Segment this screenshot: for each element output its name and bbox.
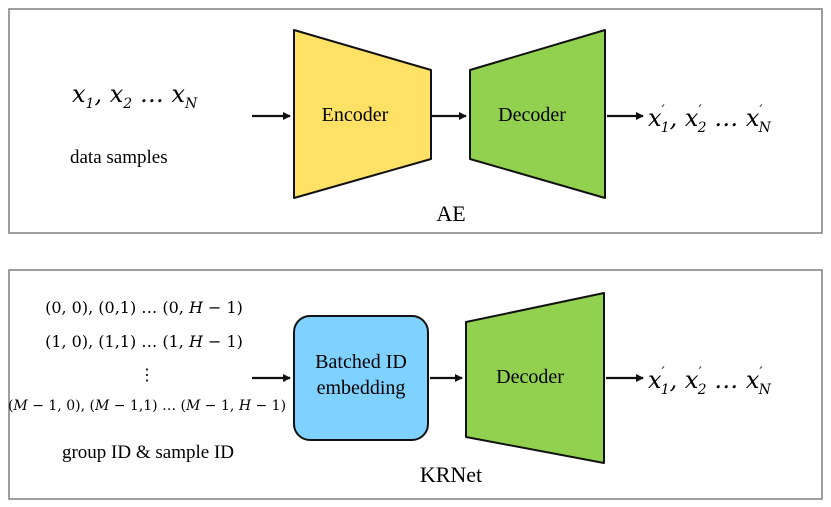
ae-input-caption: data samples <box>70 147 168 168</box>
ae-label: AE <box>436 201 465 226</box>
embedding-label-line2: embedding <box>317 377 406 399</box>
krnet-input-caption: group ID & sample ID <box>62 442 234 463</box>
encoder-label: Encoder <box>322 104 389 126</box>
ae-decoder-label: Decoder <box>498 104 566 126</box>
id-row-1: (1, 0), (1,1) … (1, H − 1) <box>45 332 243 351</box>
id-row-vdots: ⋮ <box>139 365 155 384</box>
id-row-0: (0, 0), (0,1) … (0, H − 1) <box>45 298 243 317</box>
krnet-decoder-label: Decoder <box>496 366 564 388</box>
id-row-last: (M − 1, 0), (M − 1,1) … (M − 1, H − 1) <box>8 398 286 414</box>
ae-decoder-block <box>469 29 606 199</box>
krnet-panel: (0, 0), (0,1) … (0, H − 1) (1, 0), (1,1)… <box>8 269 823 500</box>
krnet-output-samples: x′1, x′2 … x′N <box>648 365 772 398</box>
encoder-block <box>293 29 432 199</box>
ae-panel: x1, x2 … xN data samples Encoder Decoder… <box>8 8 823 234</box>
batched-id-embedding-block <box>293 315 429 441</box>
embedding-label-line1: Batched ID <box>315 351 407 373</box>
krnet-label: KRNet <box>420 462 482 487</box>
krnet-decoder-block <box>465 292 605 464</box>
ae-output-samples: x′1, x′2 … x′N <box>648 103 772 136</box>
ae-input-samples: x1, x2 … xN <box>72 80 198 112</box>
